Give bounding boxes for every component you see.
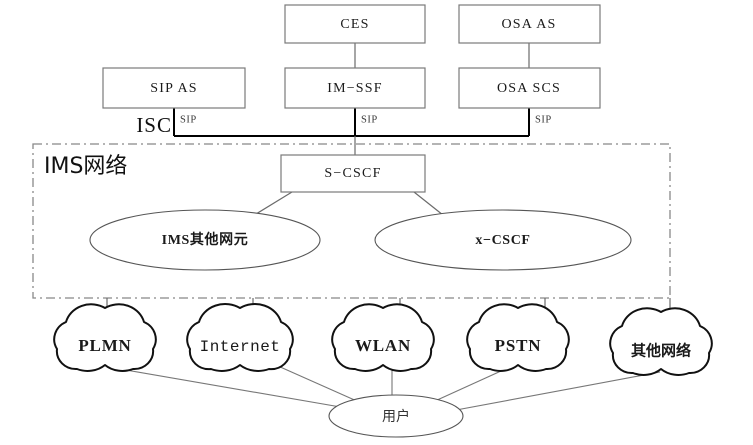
node-user-label: 用户 [382,408,410,425]
sip-label-osa-scs: SIP [535,114,552,125]
node-x-cscf-label: x−CSCF [475,233,530,248]
cloud-pstn-label: PSTN [495,336,542,355]
ims-network-boundary [32,143,671,299]
cloud-other-network[interactable]: 其他网络 [609,307,713,376]
node-osa-as-label: OSA AS [501,17,556,32]
isc-label: ISC [136,113,172,137]
node-s-cscf[interactable]: S−CSCF [280,154,426,193]
node-sip-as[interactable]: SIP AS [102,67,246,109]
cloud-wlan-label: WLAN [355,336,411,355]
node-ces[interactable]: CES [284,4,426,44]
node-osa-scs[interactable]: OSA SCS [458,67,601,109]
cloud-other-network-label: 其他网络 [631,342,691,360]
cloud-plmn[interactable]: PLMN [53,303,157,372]
node-ims-other-elements-label: IMS其他网元 [162,231,249,248]
node-sip-as-label: SIP AS [150,81,198,96]
link-plmn-to-user [119,368,353,410]
node-im-ssf-label: IM−SSF [327,81,383,96]
node-ces-label: CES [340,17,369,32]
sip-label-sip-as: SIP [180,114,197,125]
cloud-wlan[interactable]: WLAN [331,303,435,372]
cloud-plmn-label: PLMN [78,336,131,355]
ims-network-label: IMS网络 [44,154,127,179]
link-other-network-to-user [439,371,661,414]
node-s-cscf-label: S−CSCF [324,166,381,181]
node-x-cscf[interactable]: x−CSCF [374,209,632,271]
node-im-ssf[interactable]: IM−SSF [284,67,426,109]
cloud-pstn[interactable]: PSTN [466,303,570,372]
node-osa-scs-label: OSA SCS [497,81,561,96]
cloud-internet[interactable]: Internet [186,303,294,372]
sip-label-im-ssf: SIP [361,114,378,125]
node-osa-as[interactable]: OSA AS [458,4,601,44]
node-ims-other-elements[interactable]: IMS其他网元 [89,209,321,271]
node-user[interactable]: 用户 [328,394,464,438]
cloud-internet-label: Internet [200,338,281,356]
